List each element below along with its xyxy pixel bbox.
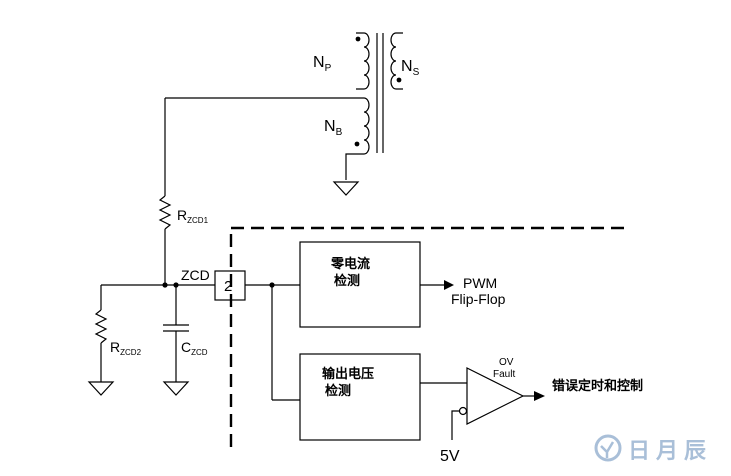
rzcd1-label: RZCD1 bbox=[177, 207, 209, 225]
flip-flop-label: Flip-Flop bbox=[451, 291, 506, 307]
pin-number: 2 bbox=[224, 278, 232, 295]
polarity-dot bbox=[396, 77, 402, 83]
output-voltage-title: 输出电压 bbox=[322, 366, 374, 382]
resistor-rzcd1 bbox=[158, 195, 172, 230]
rzcd2-label: RZCD2 bbox=[110, 339, 142, 357]
ground-symbol bbox=[87, 381, 115, 396]
ground-symbol bbox=[332, 181, 360, 196]
arrow-icon bbox=[444, 280, 454, 290]
czcd-label: CZCD bbox=[181, 339, 208, 357]
zero-current-title: 零电流 bbox=[330, 256, 370, 272]
ns-label: NS bbox=[401, 58, 420, 78]
watermark-text: 日月辰 bbox=[628, 438, 712, 464]
inverting-bubble bbox=[458, 406, 468, 416]
junction-dot bbox=[162, 282, 168, 288]
polarity-dot bbox=[354, 141, 360, 147]
polarity-dot bbox=[355, 36, 361, 42]
fault-label: Fault bbox=[493, 369, 515, 380]
comparator bbox=[466, 367, 525, 425]
zero-current-subtitle: 检测 bbox=[334, 273, 360, 289]
watermark-logo-icon bbox=[594, 434, 622, 462]
secondary-winding bbox=[390, 32, 403, 90]
ov-label: OV bbox=[499, 357, 514, 368]
reference-5v-label: 5V bbox=[440, 448, 460, 465]
wire bbox=[451, 410, 459, 440]
zcd-pin-label: ZCD bbox=[181, 267, 210, 283]
junction-dot bbox=[173, 282, 179, 288]
resistor-rzcd2 bbox=[94, 309, 108, 344]
error-timing-label: 错误定时和控制 bbox=[552, 378, 643, 394]
bias-winding bbox=[165, 97, 370, 180]
output-voltage-subtitle: 检测 bbox=[325, 383, 351, 399]
ground-symbol bbox=[162, 381, 190, 396]
pwm-label: PWM bbox=[463, 275, 497, 291]
arrow-icon bbox=[534, 391, 545, 401]
nb-label: NB bbox=[324, 118, 343, 138]
primary-winding bbox=[356, 32, 370, 90]
np-label: NP bbox=[313, 54, 332, 74]
output-voltage-detect-block bbox=[299, 353, 421, 441]
junction-dot bbox=[269, 282, 275, 288]
